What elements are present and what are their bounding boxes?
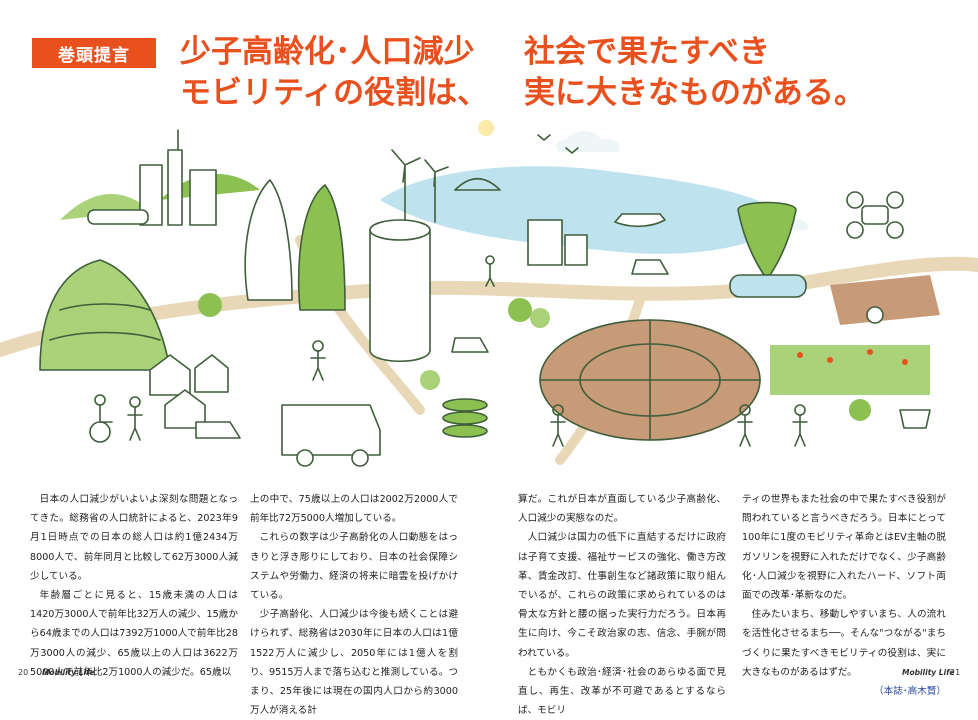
curved-tower: [244, 179, 293, 301]
wind-turbine-icon: [391, 149, 421, 221]
body-column-1: 日本の人口減少がいよいよ深刻な問題となってきた。総務省の人口統計によると、202…: [30, 490, 238, 682]
car-icon: [451, 337, 489, 353]
headline-left: 少子高齢化･人口減少 モビリティの役割は、: [180, 32, 488, 114]
hill: [60, 193, 150, 220]
drone-icon: [846, 191, 904, 239]
headline-left-line1: 少子高齢化･人口減少: [180, 34, 475, 70]
house-icon: [149, 354, 191, 396]
person-icon: [737, 404, 753, 447]
headline-right: 社会で果たすべき 実に大きなものがある。: [524, 32, 865, 114]
building: [189, 169, 217, 226]
page-number-left: 20: [18, 668, 29, 677]
body-column-2: 上の中で、75歳以上の人口は2002万2000人で前年比72万5000人増加して…: [250, 490, 458, 720]
road: [0, 256, 978, 357]
van-icon: [281, 404, 381, 456]
tractor-icon: [866, 306, 884, 324]
paragraph: ともかくも政治･経済･社会のあらゆる面で見直し、再生、改革が不可避であるとするな…: [518, 666, 726, 717]
tree-icon: [198, 293, 222, 317]
bridge: [454, 177, 501, 191]
paragraph: ティの世界もまた社会の中で果たすべき役割が問われていると言うべきだろう。日本にと…: [742, 494, 946, 602]
paragraph: 上の中で、75歳以上の人口は2002万2000人で前年比72万5000人増加して…: [250, 494, 458, 525]
byline: （本誌･高木賢）: [874, 686, 946, 698]
field: [830, 275, 940, 325]
house-icon: [194, 354, 229, 393]
bird-icon: [537, 134, 551, 141]
headline-right-line1: 社会で果たすべき: [524, 34, 770, 70]
paragraph: 年齢層ごとに見ると、15歳未満の人口は1420万3000人で前年比32万人の減少…: [30, 590, 238, 678]
building: [564, 234, 588, 266]
brand-footer-left: Mobility Life: [42, 668, 95, 677]
page-number-right: 21: [950, 668, 961, 677]
paragraph: 日本の人口減少がいよいよ深刻な問題となってきた。総務省の人口統計によると、202…: [30, 494, 238, 582]
building: [527, 219, 563, 266]
paragraph: これらの数字は少子高齢化の人口動態をはっきりと浮き彫りにしており、日本の社会保障…: [250, 532, 458, 602]
sea: [380, 166, 790, 254]
car-icon: [195, 421, 241, 439]
bird-icon: [565, 147, 579, 154]
town-illustration: [0, 120, 978, 467]
house-icon: [164, 389, 206, 429]
tree-icon: [530, 308, 550, 328]
tree-icon: [420, 370, 440, 390]
paragraph: 住みたいまち、移動しやすいまち、人の流れを活性化させるまち──。そんな"つながる…: [742, 609, 946, 678]
section-tag: 巻頭提言: [32, 38, 156, 68]
paragraph: 少子高齢化、人口減少は今後も続くことは避けられず、総務省は2030年に日本の人口…: [250, 609, 458, 717]
sun-icon: [478, 120, 494, 136]
tree-icon: [508, 298, 532, 322]
train: [87, 209, 149, 225]
green-pods: [442, 398, 488, 438]
person-icon: [792, 404, 808, 447]
paragraph: 人口減少は国力の低下に直結するだけに政府は子育て支援、福祉サービスの強化、働き方…: [518, 532, 726, 659]
building: [139, 164, 163, 226]
car-icon: [631, 259, 669, 275]
crop-row: [770, 345, 930, 395]
person-icon: [550, 404, 566, 447]
cart-icon: [899, 409, 931, 429]
green-spiral-tower: [737, 201, 797, 276]
headline-right-line2: 実に大きなものがある。: [524, 75, 865, 111]
cloud-icon: [556, 131, 620, 152]
wheelchair-user-icon: [89, 394, 113, 443]
brand-footer-right: Mobility Life: [902, 668, 955, 677]
person-icon: [127, 396, 143, 441]
person-icon: [485, 255, 495, 287]
curved-tower: [297, 184, 346, 311]
round-building: [369, 229, 431, 363]
wind-turbine-icon: [424, 159, 449, 223]
building: [167, 149, 183, 226]
body-column-3: 算だ。これが日本が直面している少子高齢化、人口減少の実態なのだ。 人口減少は国力…: [518, 490, 726, 720]
terraced-hill: [39, 259, 171, 371]
paragraph: 算だ。これが日本が直面している少子高齢化、人口減少の実態なのだ。: [518, 494, 726, 525]
person-icon: [310, 340, 326, 381]
tree-icon: [849, 399, 871, 421]
headline-left-line2: モビリティの役割は、: [180, 75, 489, 111]
boat-icon: [614, 213, 666, 228]
